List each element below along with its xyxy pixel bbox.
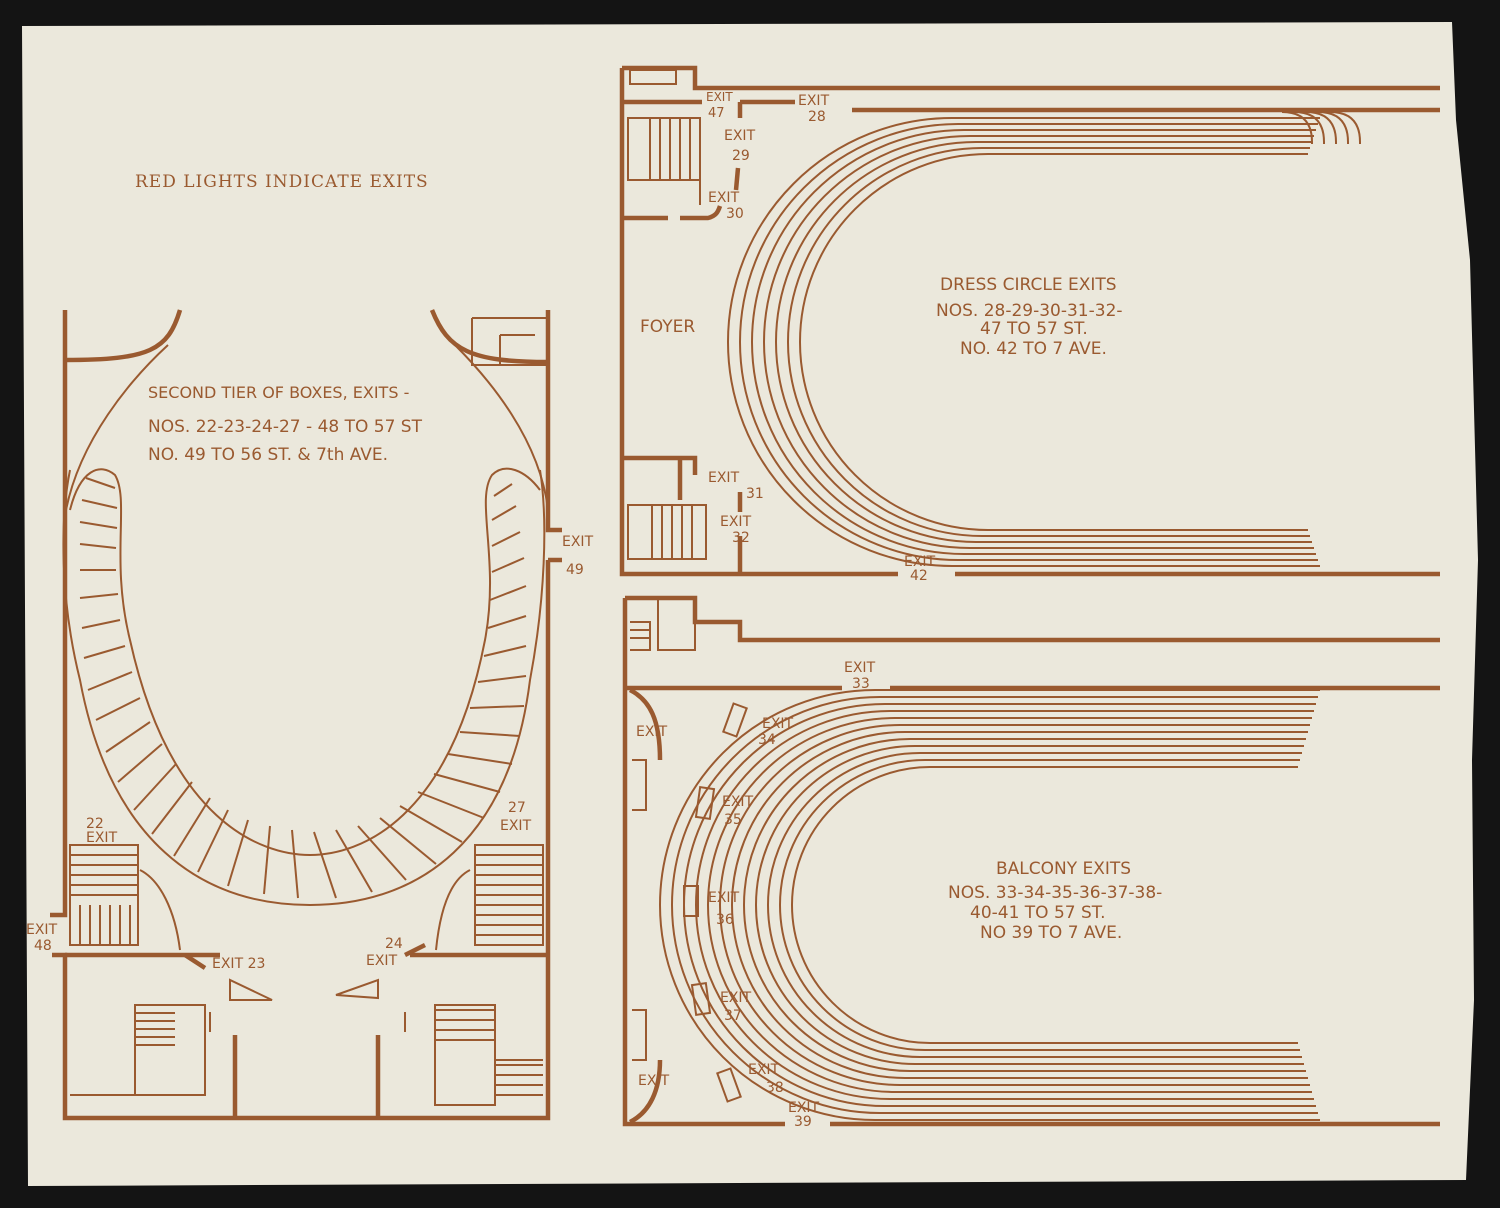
dress-circle-title: DRESS CIRCLE EXITS (940, 275, 1117, 295)
exit-22-number: 22 (86, 816, 104, 832)
exit-36-number: 36 (716, 912, 734, 928)
bal-track-6 (718, 724, 1310, 1086)
exit-32-number: 32 (732, 530, 750, 546)
bal-track-4 (694, 710, 1314, 1100)
dc-track-5 (774, 141, 1312, 543)
lower-rooms (70, 1004, 543, 1106)
exit-37-label: EXIT (720, 990, 752, 1006)
bal-track-10 (766, 752, 1302, 1058)
bal-track-9 (754, 745, 1304, 1065)
dc-stair-bottom (627, 504, 707, 560)
exit-28-label: EXIT (798, 93, 830, 109)
exit-30-number: 30 (726, 206, 744, 222)
horseshoe-inner (69, 467, 541, 857)
exit-48-label: EXIT (26, 922, 58, 938)
exit-left-bottom-label: EXIT (638, 1073, 670, 1089)
dc-seating-tracks (726, 111, 1361, 567)
foyer-label: FOYER (640, 317, 695, 337)
balcony-seating-tracks (658, 689, 1320, 1121)
dc-hook-top-5 (1300, 111, 1361, 144)
exit-34-label: EXIT (762, 716, 794, 732)
exit-32-label: EXIT (720, 514, 752, 530)
dc-track-3 (750, 129, 1316, 555)
exit-42-label: EXIT (904, 554, 936, 570)
bal-track-12 (790, 766, 1298, 1044)
stair-lower-right (474, 844, 544, 946)
exit-35-label: EXIT (722, 794, 754, 810)
dc-track-2 (738, 123, 1318, 561)
balcony-title: BALCONY EXITS (996, 859, 1131, 879)
bal-track-1 (658, 689, 1320, 1121)
exit-47-label: EXIT (706, 90, 733, 104)
stair-lower-left (69, 844, 139, 946)
dress-circle-line2: 47 TO 57 ST. (980, 319, 1088, 339)
exit-49-number: 49 (566, 562, 584, 578)
bal-track-8 (742, 738, 1306, 1072)
dc-track-7 (798, 153, 1308, 531)
second-tier-plan (50, 309, 562, 1121)
exit-28-number: 28 (808, 109, 826, 125)
second-tier-line1: NOS. 22-23-24-27 - 48 TO 57 ST (148, 417, 423, 437)
exit-39-label: EXIT (788, 1100, 820, 1116)
exits-notice: RED LIGHTS INDICATE EXITS (135, 172, 429, 192)
exit-36-label: EXIT (708, 890, 740, 906)
dress-circle-plan (619, 65, 1440, 577)
second-tier-line2: NO. 49 TO 56 ST. & 7th AVE. (148, 445, 388, 465)
exit-33-label: EXIT (844, 660, 876, 676)
exit-27-number: 27 (508, 800, 526, 816)
exit-23-label: EXIT 23 (212, 956, 265, 972)
second-tier-title: SECOND TIER OF BOXES, EXITS - (148, 383, 409, 402)
exit-30-label: EXIT (708, 190, 740, 206)
bal-track-11 (778, 759, 1300, 1051)
exit-48-number: 48 (34, 938, 52, 954)
exit-38-label: EXIT (748, 1062, 780, 1078)
exit-22-label: EXIT (86, 830, 118, 846)
horseshoe-outer (62, 469, 546, 907)
bal-track-7 (730, 731, 1308, 1079)
balcony-line1: NOS. 33-34-35-36-37-38- (948, 883, 1162, 903)
exit-49-label: EXIT (562, 534, 594, 550)
exit-29-label: EXIT (724, 128, 756, 144)
exit-31-number: 31 (746, 486, 764, 502)
box-partitions (79, 477, 527, 899)
dc-track-4 (762, 135, 1314, 549)
exit-35-number: 35 (724, 812, 742, 828)
balcony-line2: 40-41 TO 57 ST. (970, 903, 1106, 923)
bal-track-2 (670, 696, 1318, 1114)
exit-34-number: 34 (758, 732, 776, 748)
exit-39-number: 39 (794, 1114, 812, 1130)
exit-27-label: EXIT (500, 818, 532, 834)
dress-circle-line3: NO. 42 TO 7 AVE. (960, 339, 1107, 359)
exit-29-number: 29 (732, 148, 750, 164)
dc-track-1 (726, 117, 1320, 567)
bal-track-3 (682, 703, 1316, 1107)
dc-track-6 (786, 147, 1310, 537)
exit-33-number: 33 (852, 676, 870, 692)
exit-47-number: 47 (708, 106, 725, 121)
exit-24-number: 24 (385, 936, 403, 952)
dress-circle-line1: NOS. 28-29-30-31-32- (936, 301, 1123, 321)
balcony-line3: NO 39 TO 7 AVE. (980, 923, 1122, 943)
exit-24-label: EXIT (366, 953, 398, 969)
exit-left-top-label: EXIT (636, 724, 668, 740)
bal-track-5 (706, 717, 1312, 1093)
exit-38-number: 38 (766, 1080, 784, 1096)
balcony-plan (622, 595, 1440, 1127)
dc-stair-top (627, 69, 701, 205)
dc-hook-top-2 (1293, 111, 1325, 144)
dc-hook-top-1 (1281, 111, 1313, 144)
exit-31-label: EXIT (708, 470, 740, 486)
exit-42-number: 42 (910, 568, 928, 584)
exit-37-number: 37 (724, 1008, 742, 1024)
paper (22, 22, 1478, 1186)
